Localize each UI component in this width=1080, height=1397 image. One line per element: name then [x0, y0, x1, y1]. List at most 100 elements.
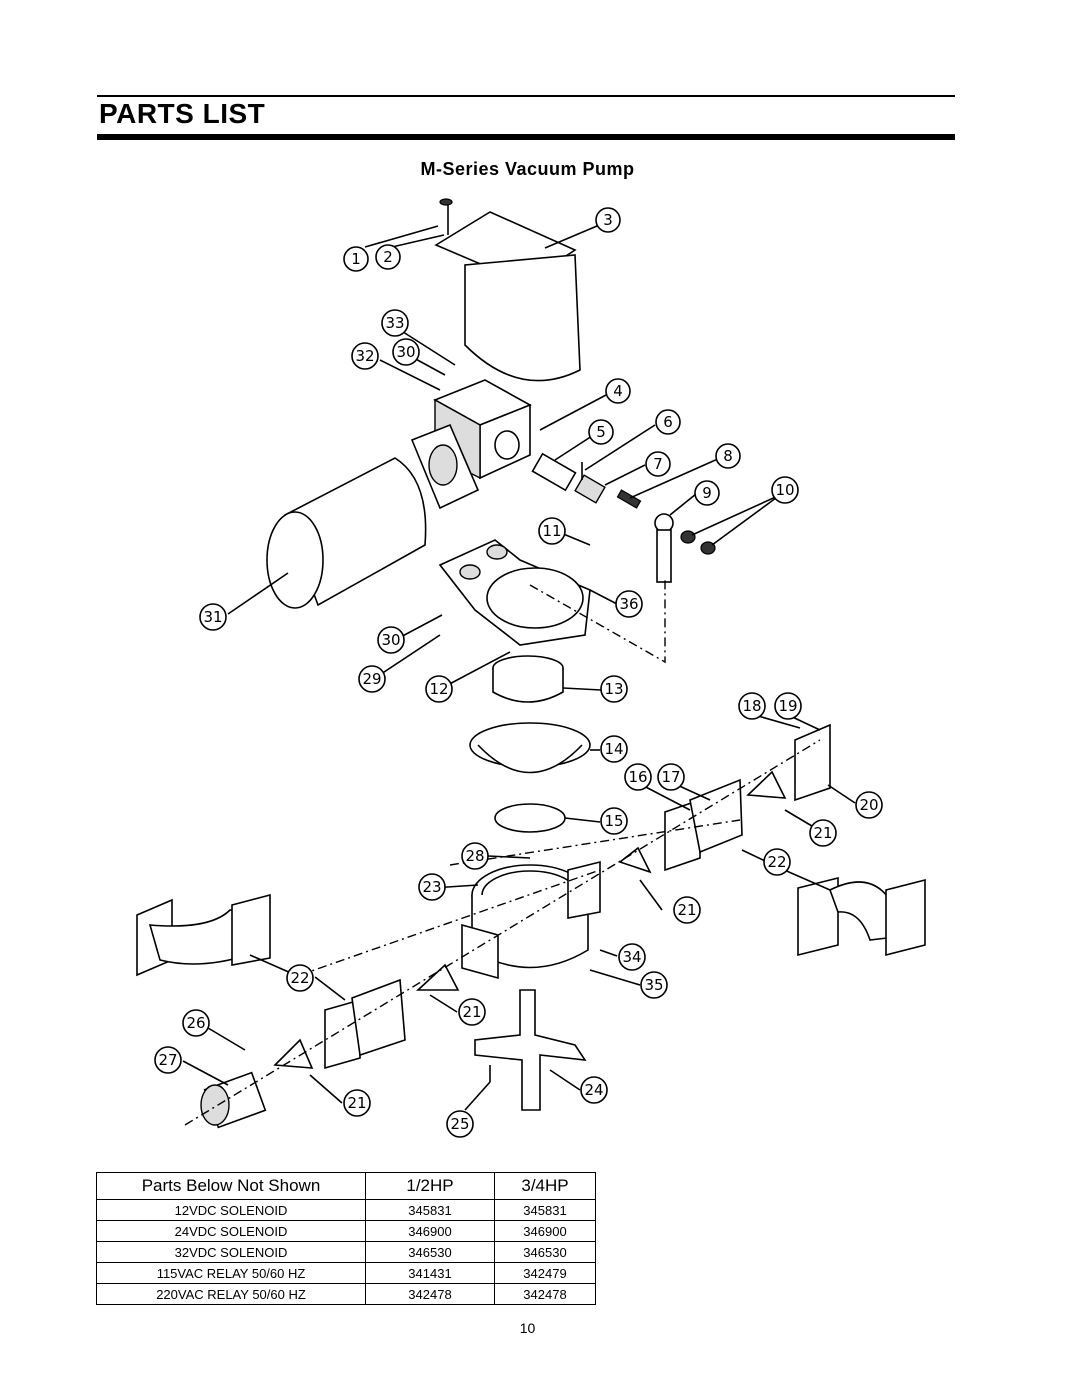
callout-14: 14	[600, 735, 628, 763]
callout-19: 19	[774, 692, 802, 720]
table-cell: 342479	[494, 1262, 596, 1284]
svg-text:14: 14	[604, 740, 623, 758]
svg-text:34: 34	[622, 948, 641, 966]
diagram-title: M-Series Vacuum Pump	[420, 159, 635, 179]
table-cell: 32VDC SOLENOID	[96, 1241, 366, 1263]
callout-7: 7	[645, 451, 671, 477]
svg-text:6: 6	[663, 413, 673, 431]
callout-2: 2	[375, 244, 401, 270]
svg-text:10: 10	[775, 481, 794, 499]
svg-text:8: 8	[723, 447, 733, 465]
callout-28: 28	[461, 842, 489, 870]
svg-text:27: 27	[158, 1051, 177, 1069]
svg-text:23: 23	[422, 878, 441, 896]
table-row: 32VDC SOLENOID 346530 346530	[96, 1241, 596, 1263]
svg-text:12: 12	[429, 680, 448, 698]
plate-part	[494, 803, 566, 833]
svg-text:25: 25	[450, 1115, 469, 1133]
callout-15: 15	[600, 807, 628, 835]
callout-31: 31	[199, 603, 227, 631]
callout-30b: 30	[377, 626, 405, 654]
callout-10: 10	[771, 476, 799, 504]
callout-5: 5	[588, 419, 614, 445]
svg-text:15: 15	[604, 812, 623, 830]
table-header-row: Parts Below Not Shown 1/2HP 3/4HP	[96, 1172, 596, 1200]
table-cell: 346900	[365, 1220, 495, 1242]
svg-text:5: 5	[596, 423, 606, 441]
gearbox-part	[410, 379, 532, 510]
table-row: 115VAC RELAY 50/60 HZ 341431 342479	[96, 1262, 596, 1284]
callout-22a: 22	[763, 848, 791, 876]
svg-text:16: 16	[628, 768, 647, 786]
callout-8: 8	[715, 443, 741, 469]
svg-text:28: 28	[465, 847, 484, 865]
callout-21a: 21	[809, 819, 837, 847]
table-cell: 24VDC SOLENOID	[96, 1220, 366, 1242]
svg-text:30: 30	[396, 343, 415, 361]
svg-text:2: 2	[383, 248, 393, 266]
svg-text:21: 21	[813, 824, 832, 842]
motor-part	[266, 457, 427, 609]
callout-24: 24	[580, 1076, 608, 1104]
svg-text:9: 9	[702, 484, 712, 502]
svg-text:20: 20	[859, 796, 878, 814]
svg-text:21: 21	[677, 901, 696, 919]
svg-text:4: 4	[613, 382, 623, 400]
svg-text:18: 18	[742, 697, 761, 715]
svg-text:19: 19	[778, 697, 797, 715]
svg-text:22: 22	[767, 853, 786, 871]
pump-bracket-part	[438, 539, 591, 646]
callout-21c: 21	[458, 998, 486, 1026]
table-cell: 346530	[494, 1241, 596, 1263]
callout-12: 12	[425, 675, 453, 703]
svg-text:11: 11	[542, 522, 561, 540]
table-cell: 342478	[494, 1283, 596, 1305]
shaft-assembly-part	[531, 452, 716, 583]
table-cell: 12VDC SOLENOID	[96, 1199, 366, 1221]
svg-text:17: 17	[661, 768, 680, 786]
svg-text:24: 24	[584, 1081, 603, 1099]
svg-text:3: 3	[603, 211, 613, 229]
header-rule-thick	[97, 134, 955, 140]
svg-text:1: 1	[351, 250, 361, 268]
column-header: 1/2HP	[365, 1172, 495, 1200]
svg-text:13: 13	[604, 680, 623, 698]
svg-text:35: 35	[644, 976, 663, 994]
callout-16: 16	[624, 763, 652, 791]
callout-18: 18	[738, 692, 766, 720]
callout-26: 26	[182, 1009, 210, 1037]
svg-text:21: 21	[347, 1094, 366, 1112]
svg-text:30: 30	[381, 631, 400, 649]
table-cell: 341431	[365, 1262, 495, 1284]
left-valve-assembly-part	[136, 893, 460, 1129]
callout-30: 30	[392, 338, 420, 366]
table-row: 24VDC SOLENOID 346900 346900	[96, 1220, 596, 1242]
callout-9: 9	[694, 480, 720, 506]
ring-part	[492, 655, 564, 703]
svg-text:22: 22	[290, 969, 309, 987]
callout-35: 35	[640, 971, 668, 999]
svg-text:7: 7	[653, 455, 663, 473]
callout-29: 29	[358, 665, 386, 693]
callout-1: 1	[343, 246, 369, 272]
callout-33: 33	[381, 309, 409, 337]
diaphragm-part	[469, 722, 591, 774]
page-title: PARTS LIST	[99, 98, 266, 129]
table-cell: 220VAC RELAY 50/60 HZ	[96, 1283, 366, 1305]
column-header: Parts Below Not Shown	[96, 1172, 366, 1200]
callout-21b: 21	[673, 896, 701, 924]
svg-text:21: 21	[462, 1003, 481, 1021]
assembly-center-lines	[184, 580, 821, 1126]
right-valve-assembly-part	[618, 723, 926, 957]
header-rule-thin	[97, 95, 955, 97]
callout-34: 34	[618, 943, 646, 971]
parts-table: Parts Below Not Shown 1/2HP 3/4HP 12VDC …	[96, 1172, 596, 1305]
svg-text:33: 33	[385, 314, 404, 332]
table-cell: 115VAC RELAY 50/60 HZ	[96, 1262, 366, 1284]
callout-11: 11	[538, 517, 566, 545]
table-cell: 346530	[365, 1241, 495, 1263]
table-row: 12VDC SOLENOID 345831 345831	[96, 1199, 596, 1221]
callout-22b: 22	[286, 964, 314, 992]
callout-23: 23	[418, 873, 446, 901]
